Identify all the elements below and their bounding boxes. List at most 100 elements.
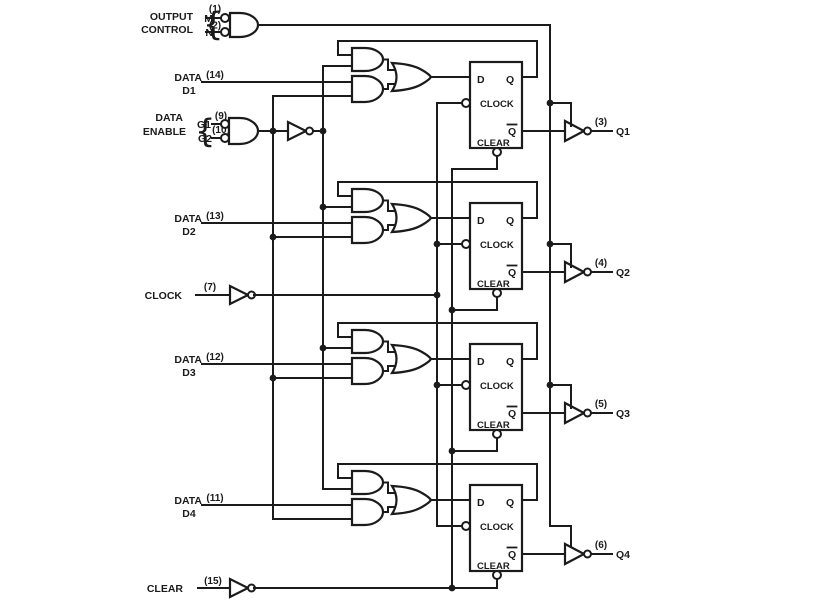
junction-dot bbox=[546, 240, 554, 248]
junction-dot bbox=[448, 306, 456, 314]
data-signal-label: D2 bbox=[182, 226, 196, 238]
pin-2-label: (2) bbox=[209, 21, 221, 32]
data-input-label: DATA bbox=[174, 354, 202, 366]
inversion-bubble bbox=[461, 239, 471, 249]
output-pin-label: (5) bbox=[595, 399, 607, 410]
clock-input: CLOCK (7) bbox=[145, 282, 441, 306]
inversion-bubble bbox=[220, 13, 230, 23]
output-signal-label: Q4 bbox=[616, 549, 630, 561]
tristate-buffer-q4 bbox=[563, 542, 587, 566]
clear-input-label: CLEAR bbox=[147, 583, 184, 595]
wire bbox=[337, 181, 538, 219]
inversion-bubble bbox=[583, 126, 592, 136]
wire bbox=[272, 95, 353, 520]
inversion-bubble bbox=[305, 126, 314, 136]
data-input-label: DATA bbox=[174, 495, 202, 507]
wire bbox=[382, 506, 398, 513]
wire bbox=[549, 243, 572, 268]
wire bbox=[337, 463, 538, 501]
output-signal-label: Q3 bbox=[616, 408, 630, 420]
pin-9-label: (9) bbox=[215, 111, 227, 122]
clear-input: CLEAR(15) bbox=[147, 576, 498, 599]
ff-d-label: D bbox=[477, 356, 485, 368]
and-gate bbox=[350, 74, 385, 104]
output-pin-label: (6) bbox=[595, 540, 607, 551]
ff-qbar-label: Q bbox=[508, 126, 516, 138]
or-gate bbox=[389, 484, 433, 516]
ff-d-label: D bbox=[477, 497, 485, 509]
wire bbox=[337, 322, 538, 360]
wire bbox=[382, 481, 398, 494]
inversion-bubble bbox=[492, 429, 502, 439]
data-signal-label: D4 bbox=[182, 508, 196, 520]
and-gate bbox=[350, 328, 385, 355]
data-pin-label: (14) bbox=[206, 70, 224, 81]
data-pin-label: (11) bbox=[206, 493, 223, 504]
wire bbox=[382, 365, 398, 372]
junction-dot bbox=[433, 240, 441, 248]
wire bbox=[382, 58, 398, 71]
wire bbox=[382, 340, 398, 353]
inversion-bubble bbox=[220, 133, 230, 143]
junction-dot bbox=[448, 447, 456, 455]
ff-clock-label: CLOCK bbox=[480, 381, 514, 392]
junction-dot bbox=[319, 127, 327, 135]
inversion-bubble bbox=[461, 380, 471, 390]
tristate-buffer-q2 bbox=[563, 260, 587, 284]
d-flip-flop-1 bbox=[468, 60, 524, 150]
inversion-bubble bbox=[492, 288, 502, 298]
output-control-label-line2: CONTROL bbox=[141, 24, 193, 36]
output-signal-label: Q2 bbox=[616, 267, 630, 279]
and-gate bbox=[227, 116, 260, 146]
output-pin-label: (4) bbox=[595, 258, 607, 269]
output-control-label-line1: OUTPUT bbox=[150, 11, 194, 23]
pin-1-label: (1) bbox=[209, 4, 221, 15]
data-input-label: DATA bbox=[174, 72, 202, 84]
clock-input-label: CLOCK bbox=[145, 290, 183, 302]
or-gate bbox=[389, 343, 433, 375]
pin-10-label: (10) bbox=[212, 125, 230, 136]
wire bbox=[451, 437, 498, 452]
ff-q-label: Q bbox=[506, 74, 514, 86]
inversion-bubble bbox=[583, 549, 592, 559]
junction-dot bbox=[433, 291, 441, 299]
inversion-bubble bbox=[492, 570, 502, 580]
data-signal-label: D3 bbox=[182, 367, 196, 379]
ff-clear-label: CLEAR bbox=[477, 138, 510, 149]
junction-dot bbox=[546, 381, 554, 389]
inversion-bubble bbox=[220, 27, 230, 37]
ff-clock-label: CLOCK bbox=[480, 522, 514, 533]
ff-d-label: D bbox=[477, 74, 485, 86]
and-gate bbox=[350, 497, 385, 527]
wire bbox=[549, 384, 572, 409]
data-pin-label: (13) bbox=[206, 211, 224, 222]
junction-dot bbox=[269, 127, 277, 135]
junction-dot bbox=[448, 584, 456, 592]
ff-clear-label: CLEAR bbox=[477, 420, 510, 431]
inversion-bubble bbox=[583, 408, 592, 418]
buses bbox=[257, 24, 572, 589]
brace: { bbox=[203, 5, 223, 43]
ff-clock-label: CLOCK bbox=[480, 99, 514, 110]
inverter bbox=[228, 284, 251, 306]
wire bbox=[382, 199, 398, 212]
data-input-label: DATA bbox=[174, 213, 202, 225]
wire bbox=[549, 102, 572, 127]
wire bbox=[253, 578, 498, 589]
wire bbox=[382, 224, 398, 231]
wire bbox=[257, 24, 572, 549]
data-signal-label: D1 bbox=[182, 85, 196, 97]
ff-clear-label: CLEAR bbox=[477, 561, 510, 572]
ff-q-label: Q bbox=[506, 497, 514, 509]
pin-7-label: (7) bbox=[204, 282, 216, 293]
brace: { bbox=[195, 112, 215, 150]
wire bbox=[382, 83, 398, 90]
inversion-bubble bbox=[583, 267, 592, 277]
ff-qbar-label: Q bbox=[508, 267, 516, 279]
